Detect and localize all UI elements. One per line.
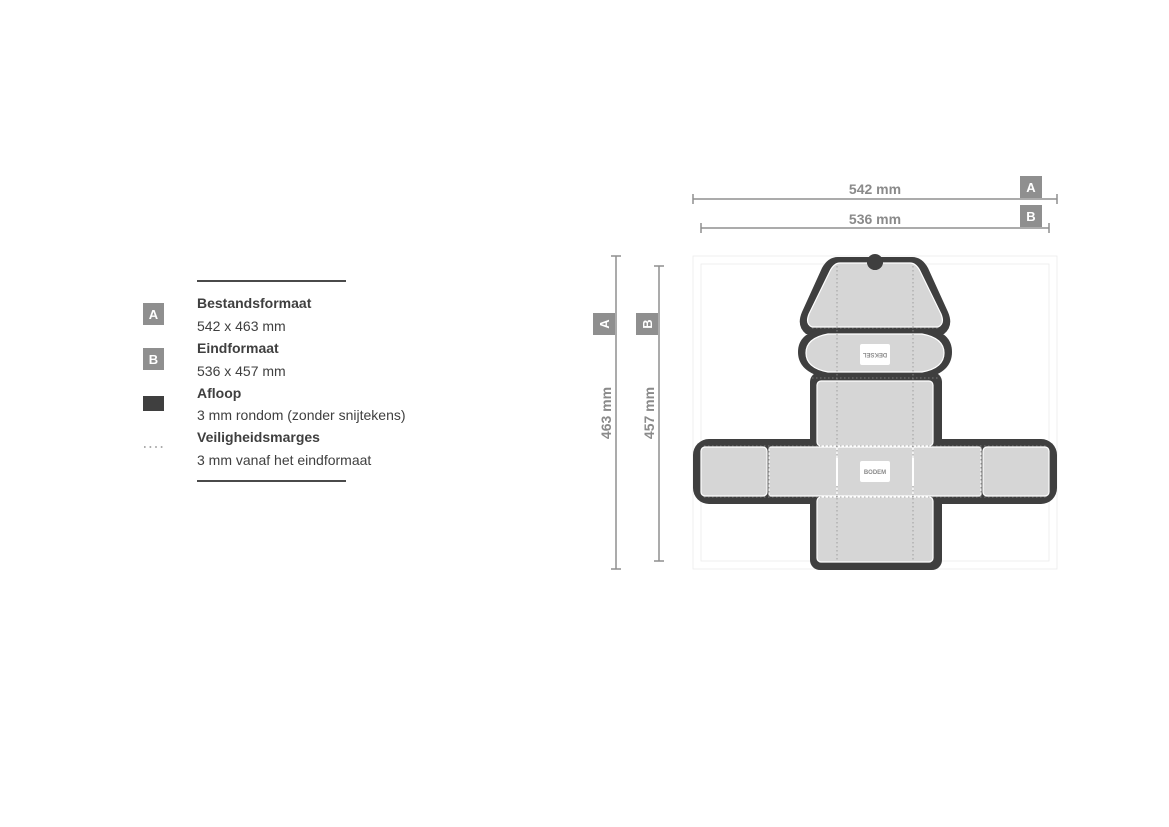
legend-marker-a: A — [143, 303, 164, 325]
width-a-marker: A — [1026, 180, 1036, 195]
legend-title-file-format: Bestandsformaat — [197, 295, 312, 311]
height-dimension-a: A 463 mm — [593, 255, 621, 570]
height-dimension-b: B 457 mm — [636, 265, 664, 562]
legend-marker-b: B — [143, 348, 164, 370]
width-b-label: 536 mm — [849, 211, 901, 227]
legend-desc-bleed: 3 mm rondom (zonder snijtekens) — [197, 407, 406, 423]
height-b-marker: B — [640, 319, 655, 328]
height-b-marker-box — [636, 313, 658, 335]
back-panel — [816, 496, 934, 563]
legend-desc-safety-margins: 3 mm vanaf het eindformaat — [197, 452, 372, 468]
dieline-panels — [700, 262, 1050, 563]
legend-desc-file-format: 542 x 463 mm — [197, 318, 286, 334]
lid-label-box: DEKSEL — [860, 344, 890, 365]
legend-top-rule — [197, 280, 346, 282]
legend: A Bestandsformaat 542 x 463 mm B Eindfor… — [0, 0, 560, 827]
height-a-marker: A — [597, 319, 612, 329]
height-a-marker-box — [593, 313, 615, 335]
width-b-marker: B — [1026, 209, 1035, 224]
height-b-label: 457 mm — [641, 387, 657, 439]
width-dimension-b: 536 mm B — [700, 205, 1050, 233]
safety-margin-lines — [704, 266, 1046, 560]
legend-bottom-rule — [197, 480, 346, 482]
legend-title-safety-margins: Veiligheidsmarges — [197, 429, 320, 445]
width-dimension-a: 542 mm A — [692, 176, 1058, 204]
right-slot — [912, 458, 914, 486]
legend-desc-final-format: 536 x 457 mm — [197, 363, 286, 379]
width-b-marker-box — [1020, 205, 1042, 227]
legend-title-final-format: Eindformaat — [197, 340, 279, 356]
front-panel — [816, 380, 934, 447]
legend-title-bleed: Afloop — [197, 385, 242, 401]
lid-flap-panel — [806, 262, 944, 328]
legend-bleed-swatch — [143, 396, 164, 411]
width-a-label: 542 mm — [849, 181, 901, 197]
left-side-panel — [768, 446, 838, 497]
legend-safety-margin-dots — [144, 446, 166, 448]
right-outer-panel — [982, 446, 1050, 497]
bottom-label: BODEM — [864, 470, 886, 476]
left-slot — [836, 458, 838, 486]
lid-label: DEKSEL — [863, 351, 888, 357]
left-outer-panel — [700, 446, 768, 497]
bottom-label-box: BODEM — [860, 461, 890, 482]
width-a-marker-box — [1020, 176, 1042, 198]
right-side-panel — [912, 446, 982, 497]
height-a-label: 463 mm — [598, 387, 614, 439]
